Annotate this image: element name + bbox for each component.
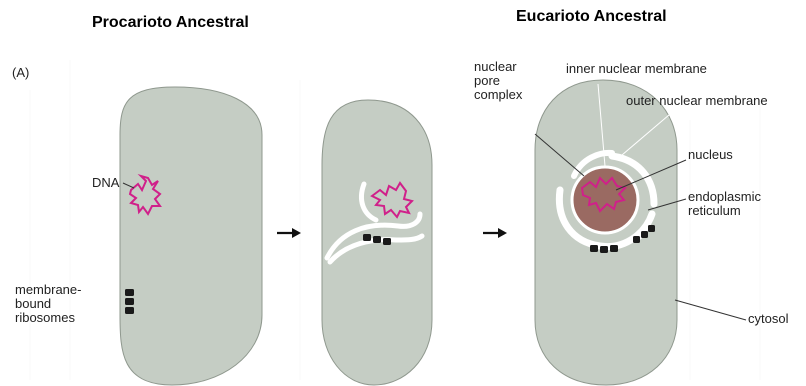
leader-cytosol bbox=[675, 300, 746, 320]
label-membrane-bound-line2: bound bbox=[15, 297, 81, 311]
arrow-right-icon bbox=[483, 228, 507, 238]
label-endoplasmic-reticulum: endoplasmic reticulum bbox=[688, 190, 761, 218]
prokaryote-cell bbox=[120, 87, 262, 385]
label-membrane-bound-line1: membrane- bbox=[15, 283, 81, 297]
label-nucleus: nucleus bbox=[688, 148, 733, 162]
arrow-right-icon bbox=[277, 228, 301, 238]
label-nuclear-pore-line1: nuclear bbox=[474, 60, 522, 74]
label-nuclear-pore-complex: nuclear pore complex bbox=[474, 60, 522, 102]
label-membrane-bound-line3: ribosomes bbox=[15, 311, 81, 325]
label-er-line1: endoplasmic bbox=[688, 190, 761, 204]
label-outer-nuclear-membrane: outer nuclear membrane bbox=[626, 94, 768, 108]
label-cytosol: cytosol bbox=[748, 312, 788, 326]
label-er-line2: reticulum bbox=[688, 204, 761, 218]
label-inner-nuclear-membrane: inner nuclear membrane bbox=[566, 62, 707, 76]
membrane-ribosomes bbox=[125, 289, 134, 314]
label-nuclear-pore-line3: complex bbox=[474, 88, 522, 102]
panel-label: (A) bbox=[12, 66, 29, 80]
label-membrane-bound-ribosomes: membrane- bound ribosomes bbox=[15, 283, 81, 325]
label-nuclear-pore-line2: pore bbox=[474, 74, 522, 88]
label-dna: DNA bbox=[92, 176, 119, 190]
